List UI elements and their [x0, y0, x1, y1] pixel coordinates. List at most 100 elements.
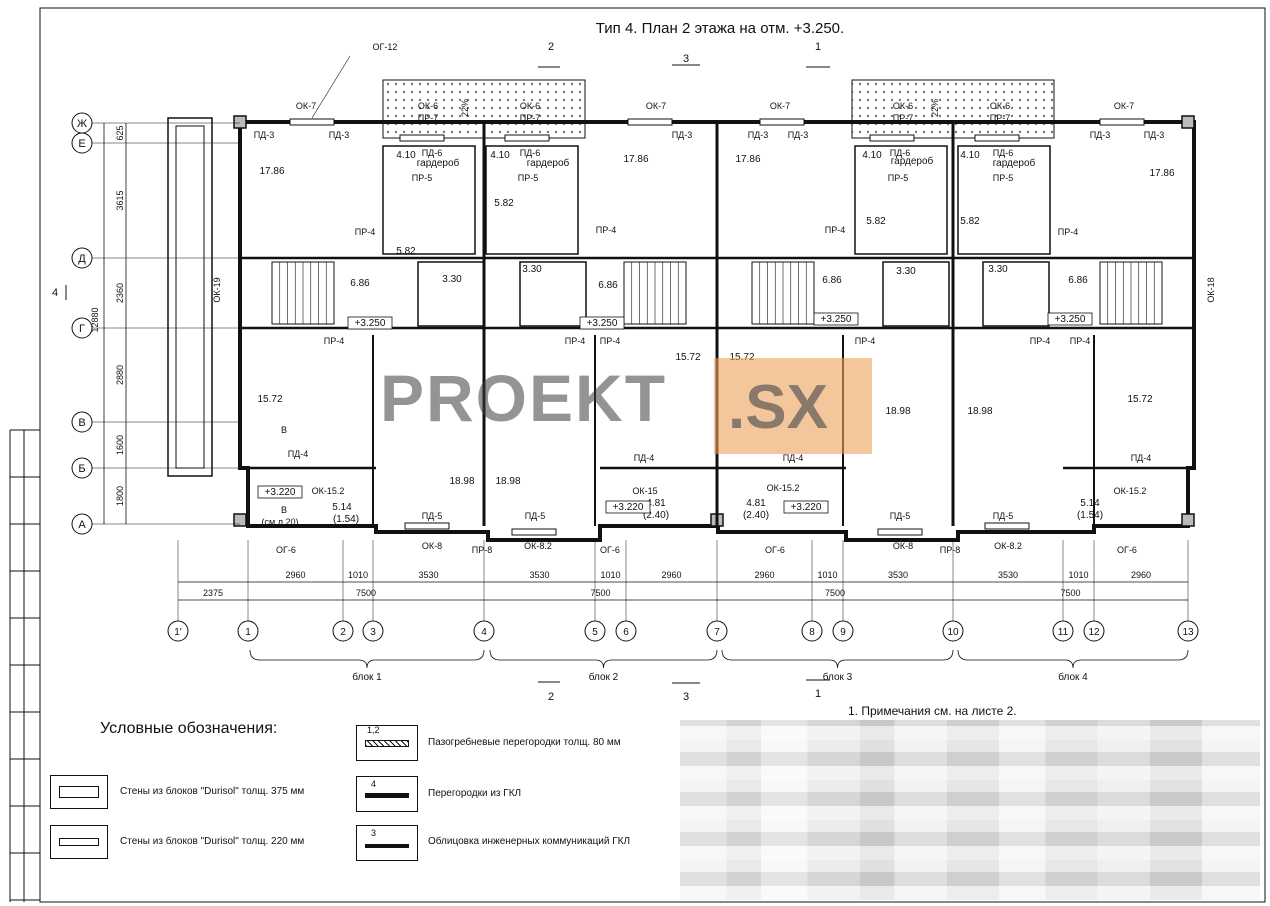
- opening-label: ПР-8: [940, 545, 960, 555]
- outer-wall: [238, 120, 1196, 542]
- window-label: ОК-8: [422, 541, 442, 551]
- legend-label: Облицовка инженерных коммуникаций ГКЛ: [428, 836, 631, 847]
- room-area: 17.86: [1149, 168, 1174, 179]
- legend-title: Условные обозначения:: [100, 720, 278, 737]
- axis-number: 13: [1182, 627, 1194, 638]
- axis-number: 7: [714, 627, 720, 638]
- column: [233, 513, 247, 527]
- room-area: 18.98: [495, 476, 520, 487]
- window: [974, 134, 1020, 142]
- pixelated-title-block: [680, 720, 1260, 900]
- fence-label: ОГ-12: [373, 42, 398, 52]
- room-area: 17.86: [623, 154, 648, 165]
- opening-label: ПР-7: [418, 113, 438, 123]
- block-brace: [249, 649, 485, 669]
- door-label: ПД-5: [890, 511, 911, 521]
- window: [877, 528, 923, 536]
- room-area: 4.10: [862, 150, 882, 161]
- section-mark: 2: [548, 691, 554, 703]
- opening-label: ПР-4: [596, 225, 616, 235]
- dim-text: 625: [115, 125, 125, 140]
- window-label: ОК-15.2: [767, 483, 800, 493]
- window-label: ОК-18: [1206, 277, 1216, 302]
- block-label: блок 4: [1058, 671, 1088, 683]
- fence-label: ОГ-6: [765, 545, 785, 555]
- dim-text: 2960: [285, 570, 305, 580]
- opening-label: ПР-4: [600, 336, 620, 346]
- watermark-suffix: .SX: [728, 373, 828, 442]
- section-mark-b: В: [281, 505, 287, 515]
- room-area: 4.81: [746, 498, 766, 509]
- bathroom: [882, 261, 950, 327]
- fence-label: ОГ-6: [600, 545, 620, 555]
- room-area: 15.72: [257, 394, 282, 405]
- page-title: Тип 4. План 2 этажа на отм. +3.250.: [595, 20, 845, 37]
- room-area: 5.82: [494, 198, 514, 209]
- room-area: 18.98: [885, 406, 910, 417]
- door-label: ПД-3: [672, 130, 693, 140]
- opening-label: ПР-4: [565, 336, 585, 346]
- window-label: ОК-7: [1114, 101, 1134, 111]
- axis-number: 2: [340, 627, 346, 638]
- section-mark: 3: [683, 53, 689, 65]
- level-box: [1047, 312, 1093, 326]
- opening-label: ПР-4: [1058, 227, 1078, 237]
- opening-label: ПР-5: [412, 173, 432, 183]
- opening-label: ПР-7: [893, 113, 913, 123]
- dim-text: 1010: [348, 570, 368, 580]
- axis-number: 10: [947, 627, 959, 638]
- section-mark: 1: [815, 41, 821, 53]
- dim-text: 2960: [661, 570, 681, 580]
- room-area: 3.30: [896, 266, 916, 277]
- room-area: (1.54): [1077, 510, 1103, 521]
- block-label: блок 2: [589, 671, 619, 683]
- leader: [311, 55, 351, 119]
- window: [399, 134, 445, 142]
- section-mark: 4: [52, 287, 58, 299]
- room-area: (2.40): [743, 510, 769, 521]
- column: [1181, 115, 1195, 129]
- dim-text: 2360: [115, 283, 125, 303]
- room-area: (1.54): [333, 514, 359, 525]
- room-area: 17.86: [259, 166, 284, 177]
- axis-number: 8: [809, 627, 815, 638]
- reference-label: (см.л.20): [262, 517, 299, 527]
- window: [1099, 118, 1145, 126]
- room-area: 6.86: [598, 280, 618, 291]
- window-label: ОК-6: [893, 101, 913, 111]
- dim-text: 1600: [115, 435, 125, 455]
- level-box: [347, 316, 393, 330]
- window-label: ОК-15.2: [1114, 486, 1147, 496]
- axis-letter: Д: [78, 253, 86, 265]
- window: [504, 134, 550, 142]
- axis-number: 6: [623, 627, 629, 638]
- opening-label: ПР-4: [825, 225, 845, 235]
- room-area: 3.30: [988, 264, 1008, 275]
- dim-text: 3530: [998, 570, 1018, 580]
- section-mark: 2: [548, 41, 554, 53]
- window: [759, 118, 805, 126]
- door-label: ПД-3: [254, 130, 275, 140]
- dim-text: 7500: [825, 588, 845, 598]
- axis-letter: В: [78, 417, 85, 429]
- room-label: гардероб: [891, 155, 934, 167]
- window-label: ОК-6: [418, 101, 438, 111]
- room-area: 17.86: [735, 154, 760, 165]
- door-label: ПД-6: [520, 148, 541, 158]
- room-area: 18.98: [449, 476, 474, 487]
- window: [869, 134, 915, 142]
- opening-label: ПР-4: [324, 336, 344, 346]
- dim-text: 7500: [1060, 588, 1080, 598]
- opening-label: ПР-5: [993, 173, 1013, 183]
- column: [233, 115, 247, 129]
- window-label: ОК-6: [990, 101, 1010, 111]
- bathroom: [982, 261, 1050, 327]
- axis-number: 11: [1058, 627, 1069, 638]
- window-label: ОК-8: [893, 541, 913, 551]
- opening-label: ПР-4: [1070, 336, 1090, 346]
- balcony-left: [167, 117, 213, 477]
- section-mark: 3: [683, 691, 689, 703]
- dim-text: 3530: [888, 570, 908, 580]
